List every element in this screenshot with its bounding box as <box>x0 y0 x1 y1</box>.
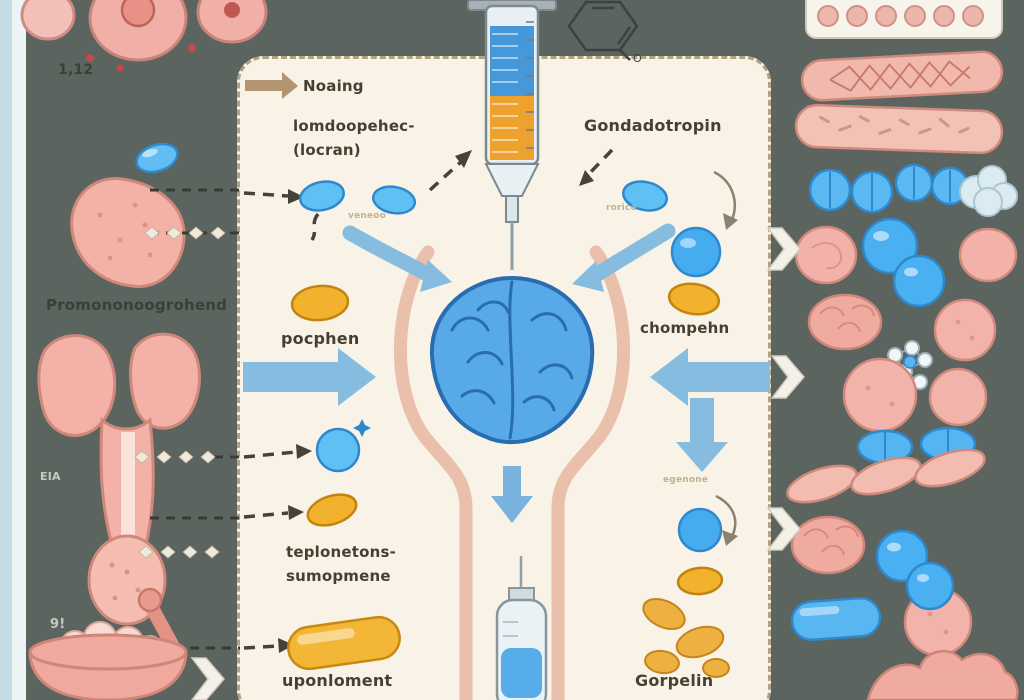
dashed-arrow-icons <box>243 148 614 653</box>
label-teplonetons: teplonetons- <box>286 543 397 561</box>
pink-starfish-gland-icon <box>866 649 1019 700</box>
blue-sphere-pair-icon <box>861 217 946 308</box>
panel-yellow-pill-icons <box>290 282 724 596</box>
flask-icon <box>393 245 631 700</box>
note-rorice: rorice <box>606 203 637 213</box>
ovary-canal-icon <box>37 332 201 638</box>
thyroid-gland-icon <box>70 177 186 288</box>
uterus-icon <box>20 0 268 72</box>
pink-circle-speckles <box>865 319 975 635</box>
tablet-pair-icons <box>808 163 970 214</box>
brain-icon <box>429 275 595 445</box>
small-curved-arrow-icons <box>713 170 738 546</box>
label-noaing: Noaing <box>303 77 364 95</box>
panel-blue-pill-icons <box>299 180 723 553</box>
chem-structure-icon <box>567 0 639 61</box>
label-lomdoopehec: lomdoopehec- <box>293 117 415 135</box>
white-chevron-arrow-icons <box>190 227 805 700</box>
blue-curved-arrow-right-icon <box>572 223 676 292</box>
tan-arrow-icon <box>245 72 298 99</box>
side-note-label: EIA <box>40 470 61 483</box>
label-chompehn: chompehn <box>640 319 730 337</box>
blue-block-arrow-right-icon <box>650 348 770 406</box>
syringe-icon <box>467 0 557 270</box>
blue-down-arrow-neck-icon <box>491 466 533 523</box>
label-sumopmene: sumopmene <box>286 567 391 585</box>
golden-chunks-icon <box>642 597 730 678</box>
blue-down-arrow-right-icon <box>676 398 728 472</box>
blister-pack-icon <box>805 0 1003 39</box>
vial-icon <box>495 556 548 700</box>
capsule-strip-lattice-icon <box>800 50 1004 102</box>
capsule-strip-granule-icon <box>794 103 1004 155</box>
blue-block-arrow-left-icon <box>243 348 376 406</box>
note-egenone: egenone <box>663 475 709 485</box>
label-uponloment: uponloment <box>282 671 393 690</box>
label-gondadotropin: Gondadotropin <box>584 116 722 135</box>
pink-oval-organ-icon <box>794 225 1018 285</box>
blue-curved-arrow-left-icon <box>342 225 452 292</box>
label-gorpelin: Gorpelin <box>635 671 714 690</box>
pink-brain-lower-icon <box>790 515 866 575</box>
ref-number-label: 1,12 <box>58 62 94 78</box>
diamond-row-icons <box>134 226 226 559</box>
cloud-blob-icon <box>959 165 1018 217</box>
bottom-note-label: 9! <box>50 617 66 632</box>
left-edge-strip <box>0 0 26 700</box>
note-veneoo: veneoo <box>348 211 387 221</box>
label-pocphen: pocphen <box>281 329 360 348</box>
gold-capsule-icon <box>287 615 401 671</box>
blue-sphere-pair-lower-icon <box>875 529 955 611</box>
blue-pill-icon <box>135 142 179 174</box>
mortar-bowl-icon <box>28 587 188 700</box>
dash-row-icons <box>150 188 240 650</box>
label-locran: (locran) <box>293 141 361 159</box>
pink-oblong-pill-icons <box>786 448 986 504</box>
chem-atom-label: O <box>633 52 642 65</box>
blue-capsule-icon <box>790 597 882 641</box>
pink-brain-small-icon <box>807 293 883 351</box>
organ-label: Promononoogrohend <box>46 296 228 314</box>
